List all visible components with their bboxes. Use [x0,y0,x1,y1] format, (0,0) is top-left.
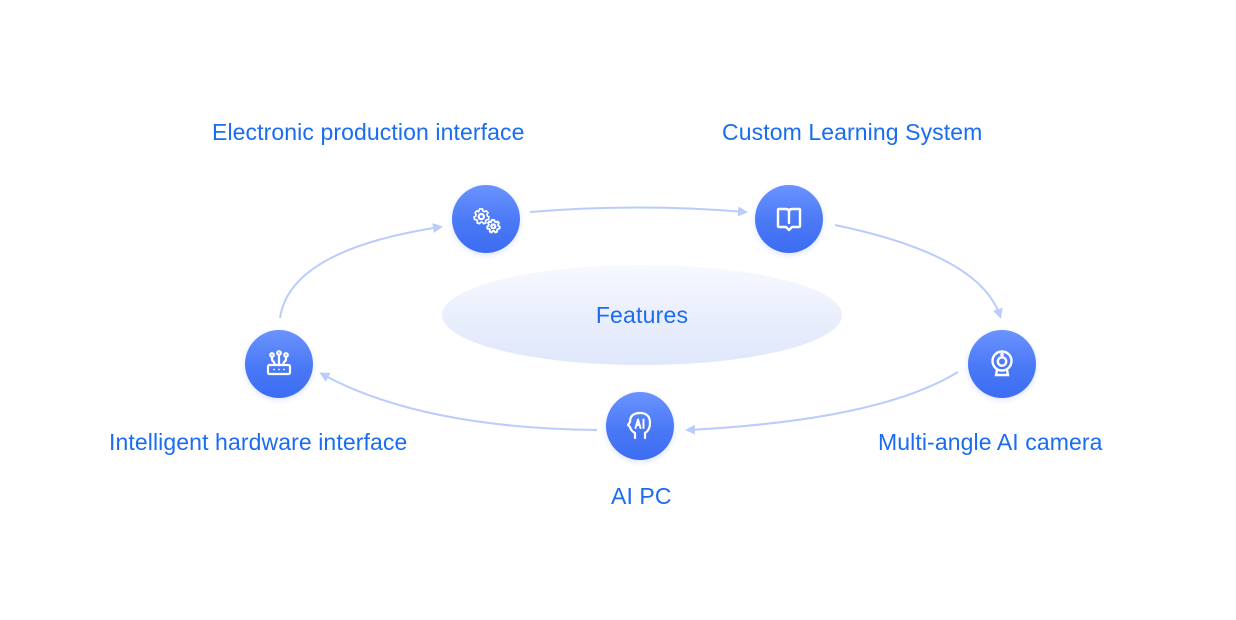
node-custom-learning-system [755,185,823,253]
label-ai-pc: AI PC [611,483,672,509]
connector-eprod-to-cls [529,206,748,217]
node-multi-angle-camera [968,330,1036,398]
label-intelligent-hardware: Intelligent hardware interface [109,429,408,455]
label-multi-angle-camera: Multi-angle AI camera [878,429,1103,455]
label-electronic-production: Electronic production interface [212,119,525,145]
label-custom-learning-system: Custom Learning System [722,119,983,145]
connector-aipc-to-hw [319,372,598,431]
connector-hw-to-eprod [279,223,443,319]
ai-head-icon [626,411,652,440]
connector-cam-to-aipc [685,371,959,435]
book-icon [776,207,802,232]
router-icon [266,350,292,376]
center-hub: Features [442,265,842,365]
connector-cls-to-cam [834,224,1003,319]
webcam-icon [991,350,1013,377]
gears-icon [473,208,501,234]
node-electronic-production [452,185,520,253]
node-intelligent-hardware [245,330,313,398]
node-ai-pc [606,392,674,460]
center-label: Features [595,301,689,328]
